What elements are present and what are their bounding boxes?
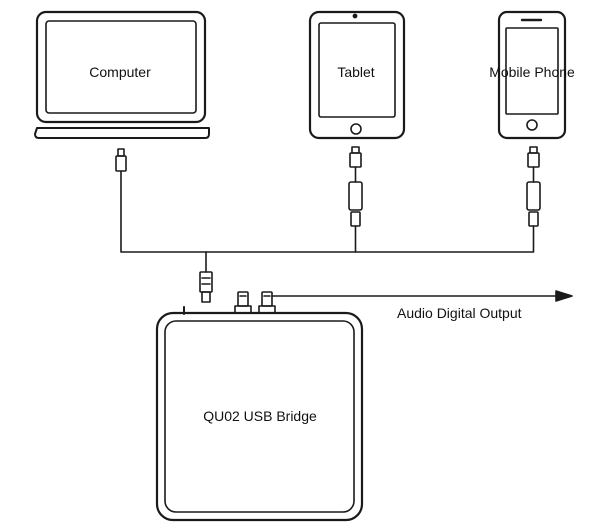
bridge-label: QU02 USB Bridge <box>203 408 317 424</box>
computer-label: Computer <box>89 64 151 80</box>
audio-output-arrow <box>271 290 573 302</box>
audio-output-label: Audio Digital Output <box>397 305 522 321</box>
tablet-icon <box>308 10 406 140</box>
mobile-phone-label: Mobile Phone <box>489 64 575 80</box>
audio-output-connectors <box>234 291 276 314</box>
bridge-usb-plug <box>199 251 213 303</box>
tablet-cable <box>348 146 363 253</box>
computer-usb-cable <box>115 148 207 253</box>
mobile-phone-icon <box>497 10 567 140</box>
laptop-icon <box>34 10 210 139</box>
phone-cable <box>205 146 541 253</box>
tablet-label: Tablet <box>337 64 375 80</box>
